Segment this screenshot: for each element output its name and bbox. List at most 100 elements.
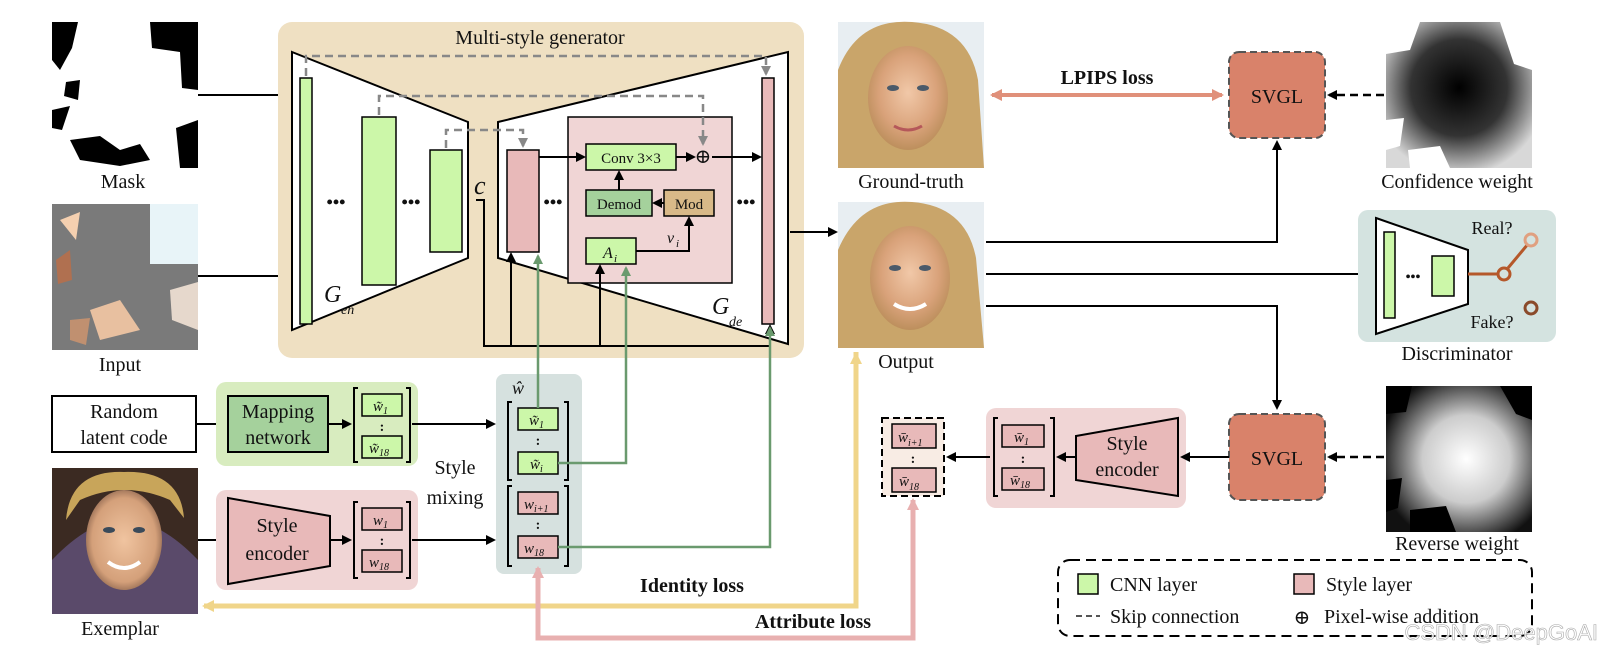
encoder-w-bracket-r bbox=[406, 501, 411, 579]
w18-to-decoder-arrow bbox=[558, 326, 775, 549]
conv-label: Conv 3×3 bbox=[601, 151, 661, 167]
mapping-w-bracket-l bbox=[353, 387, 358, 463]
right-w-dots: : bbox=[1021, 452, 1026, 467]
output-to-svgl-top-arrow bbox=[986, 140, 1282, 243]
mapping-w1-box bbox=[361, 393, 403, 417]
style-mixing-label-1: Style bbox=[434, 457, 475, 479]
mapping-w-bracket-r bbox=[406, 387, 411, 463]
encoder-layer-1 bbox=[299, 77, 313, 325]
random-latent-line2: latent code bbox=[80, 427, 167, 449]
input-image bbox=[52, 204, 198, 350]
reverse-weight-label: Reverse weight bbox=[1395, 533, 1519, 555]
mix-w1: w̃ bbox=[529, 413, 539, 429]
disc-real-terminal bbox=[1523, 232, 1539, 248]
mix-top-dots: : bbox=[536, 434, 541, 449]
mapping-w18-sub: 18 bbox=[379, 448, 389, 459]
mix-wi1: w bbox=[524, 497, 534, 513]
skip-connection-1 bbox=[304, 54, 771, 76]
attr-wi1-box bbox=[891, 423, 937, 449]
encoder-layer-2 bbox=[361, 116, 397, 286]
ground-truth-label: Ground-truth bbox=[858, 171, 964, 193]
decoder-dots-1: ••• bbox=[544, 192, 563, 212]
mapping-label-2: network bbox=[245, 427, 311, 449]
discriminator-trapezoid bbox=[1375, 216, 1469, 336]
mapping-network-box bbox=[227, 395, 329, 453]
disc-layer-1 bbox=[1383, 231, 1396, 319]
mix-wi: w̃ bbox=[530, 457, 540, 473]
output-image bbox=[838, 201, 984, 348]
skip-connection-2 bbox=[377, 94, 708, 146]
encoder-w18-box bbox=[361, 549, 403, 573]
style-encoder-label-2: encoder bbox=[245, 543, 309, 565]
legend-plus-symbol: ⊕ bbox=[1294, 607, 1311, 629]
right-encoder-label-1: Style bbox=[1106, 433, 1147, 455]
encoder-w1-box bbox=[361, 507, 403, 531]
mapping-w-dots: : bbox=[380, 420, 385, 435]
decoder-style-layer-1 bbox=[506, 149, 540, 253]
demod-box bbox=[585, 189, 653, 217]
mix-bottom-bracket-r bbox=[564, 485, 569, 567]
mapping-w1: w̃ bbox=[373, 399, 383, 415]
attr-w-dots: : bbox=[911, 452, 916, 467]
encoder-w-dots: : bbox=[380, 534, 385, 549]
right-w1: w̄ bbox=[1014, 430, 1024, 446]
right-style-encoder-trapezoid bbox=[1075, 416, 1179, 498]
discriminator-label: Discriminator bbox=[1401, 343, 1512, 365]
encoder-label: G bbox=[324, 282, 341, 308]
ai-to-mod-arrow bbox=[636, 216, 694, 252]
random-latent-line1: Random bbox=[90, 401, 158, 423]
attr-wi1: w̄ bbox=[898, 430, 908, 446]
exemplar-label: Exemplar bbox=[81, 618, 159, 640]
style-encoder-trapezoid bbox=[227, 496, 331, 586]
identity-loss-label: Identity loss bbox=[640, 575, 744, 597]
legend-style-swatch bbox=[1293, 573, 1315, 595]
decoder-label: G bbox=[712, 294, 729, 320]
ground-truth-image bbox=[838, 21, 984, 168]
output-label: Output bbox=[878, 351, 934, 373]
style-encoder-label-1: Style bbox=[256, 515, 297, 537]
mapping-w18-box bbox=[361, 435, 403, 459]
real-label: Real? bbox=[1472, 218, 1513, 238]
mix-w18: w bbox=[524, 541, 534, 557]
latent-c-label: c bbox=[474, 171, 486, 200]
encoder-w1: w bbox=[373, 513, 383, 529]
style-mixing-label-2: mixing bbox=[427, 487, 484, 509]
disc-switch-lever bbox=[1506, 243, 1530, 269]
fake-label: Fake? bbox=[1471, 312, 1514, 332]
right-w-bracket-l bbox=[993, 417, 998, 497]
lpips-label: LPIPS loss bbox=[1061, 67, 1154, 89]
legend-cnn-label: CNN layer bbox=[1110, 574, 1198, 596]
pixel-add-symbol: ⊕ bbox=[695, 146, 712, 168]
mod-label: Mod bbox=[675, 197, 704, 213]
attr-w18-box bbox=[891, 467, 937, 493]
mix-top-bracket-r bbox=[564, 401, 569, 481]
output-to-svgl-bottom-arrow bbox=[986, 305, 1282, 410]
mapping-w1-sub: 1 bbox=[383, 406, 388, 417]
watermark: CSDN @DeepGoAI bbox=[1404, 620, 1598, 645]
legend-pixel-label: Pixel-wise addition bbox=[1324, 606, 1479, 628]
legend-box bbox=[1057, 559, 1533, 637]
encoder-w18: w bbox=[369, 555, 379, 571]
demod-label: Demod bbox=[597, 197, 642, 213]
decoder-dots-2: ••• bbox=[737, 192, 756, 212]
vi-label: v bbox=[667, 230, 675, 247]
affine-box bbox=[585, 237, 637, 265]
skip-connection-3 bbox=[444, 128, 528, 148]
right-w18-box bbox=[1001, 467, 1045, 491]
right-w1-box bbox=[1001, 424, 1045, 448]
encoder-w18-sub: 18 bbox=[379, 562, 389, 573]
attr-w18: w̄ bbox=[899, 474, 909, 490]
mix-w1-sub: 1 bbox=[539, 420, 544, 431]
wi-to-affine-arrow bbox=[558, 266, 631, 465]
encoder-w-bracket-l bbox=[353, 501, 358, 579]
mix-wi1-sub: i+1 bbox=[534, 504, 549, 515]
mix-top-bracket-l bbox=[507, 401, 512, 481]
vi-sub: i bbox=[676, 238, 679, 250]
attr-wi1-sub: i+1 bbox=[908, 438, 923, 449]
svgl-label-top: SVGL bbox=[1251, 86, 1303, 108]
encoder-dots-1: ••• bbox=[327, 192, 346, 212]
right-w18-sub: 18 bbox=[1020, 480, 1030, 491]
encoder-layer-3 bbox=[429, 149, 463, 253]
encoder-dots-2: ••• bbox=[402, 192, 421, 212]
